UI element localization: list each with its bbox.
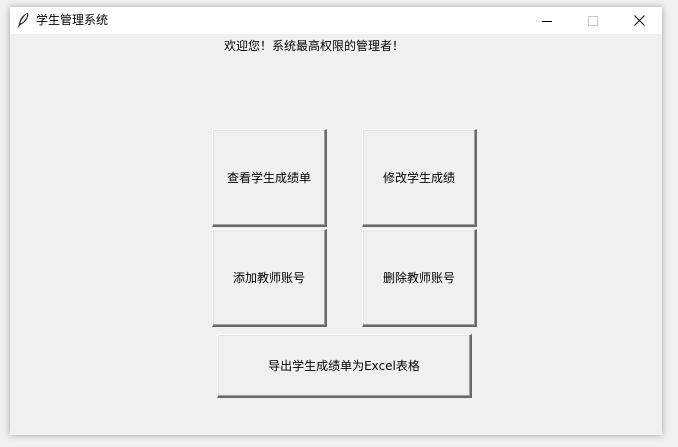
title-bar[interactable]: 学生管理系统 <box>10 7 662 34</box>
maximize-icon <box>588 11 598 30</box>
maximize-button[interactable] <box>570 7 616 34</box>
minimize-icon <box>542 11 552 30</box>
delete-teacher-button[interactable]: 删除教师账号 <box>362 229 477 327</box>
modify-scores-button[interactable]: 修改学生成绩 <box>362 129 477 227</box>
add-teacher-button[interactable]: 添加教师账号 <box>212 229 327 327</box>
app-window: 学生管理系统 欢迎您！系统最高权限的管理者！ 查看学生成绩单 修改学生成绩 添加… <box>10 7 662 435</box>
welcome-label: 欢迎您！系统最高权限的管理者！ <box>224 39 405 53</box>
window-title: 学生管理系统 <box>36 13 109 27</box>
feather-icon <box>16 12 30 28</box>
close-icon <box>633 11 645 30</box>
minimize-button[interactable] <box>524 7 570 34</box>
export-excel-button[interactable]: 导出学生成绩单为Excel表格 <box>217 334 472 398</box>
view-scores-button[interactable]: 查看学生成绩单 <box>212 129 327 227</box>
main-area: 欢迎您！系统最高权限的管理者！ 查看学生成绩单 修改学生成绩 添加教师账号 删除… <box>10 34 662 435</box>
close-button[interactable] <box>616 7 662 34</box>
